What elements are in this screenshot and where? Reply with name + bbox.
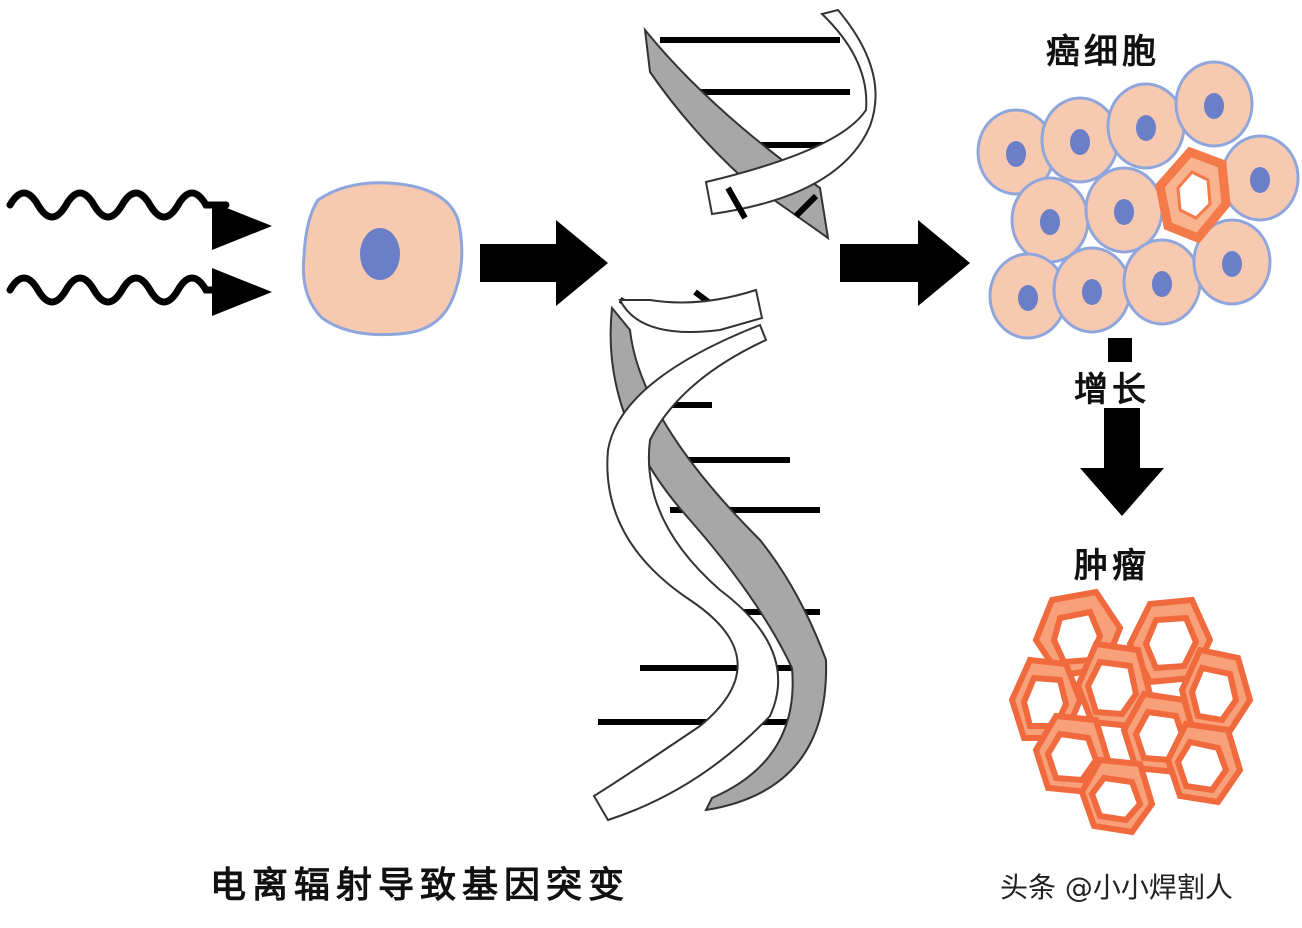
tumor-cell-5 xyxy=(1178,646,1254,738)
dna-broken-fragment-icon xyxy=(643,8,877,241)
diagram-caption: 电离辐射导致基因突变 xyxy=(210,865,631,906)
tumor-label: 肿瘤 xyxy=(1074,546,1150,586)
cancer-cells-cluster-icon xyxy=(976,60,1300,340)
tumor-cluster-icon xyxy=(1008,588,1254,836)
radiation-arrowhead-top xyxy=(212,202,272,250)
tumor-cell-4 xyxy=(1074,640,1154,730)
tumor-cell-2 xyxy=(1126,596,1214,686)
radiation-wave-top xyxy=(6,189,230,221)
tumor-cell-8 xyxy=(1164,720,1244,806)
normal-cell-icon xyxy=(301,181,464,337)
arrow-to-dna xyxy=(480,220,608,306)
growth-bar xyxy=(1108,338,1132,362)
nucleus-icon xyxy=(360,228,400,280)
dna-double-helix-icon xyxy=(592,288,828,822)
tumor-cell-9 xyxy=(1078,756,1156,836)
radiation-wave-bottom xyxy=(6,274,230,306)
mutated-cell-icon xyxy=(1155,146,1231,244)
radiation-waves-icon xyxy=(6,189,230,306)
cancer-cells-label: 癌细胞 xyxy=(1046,32,1160,72)
watermark: 头条 @小小焊割人 xyxy=(1000,871,1233,904)
arrow-to-cancer xyxy=(840,220,970,306)
radiation-arrowhead-bottom xyxy=(212,268,272,316)
growth-arrow-down xyxy=(1080,408,1164,516)
growth-label: 增长 xyxy=(1074,370,1150,410)
